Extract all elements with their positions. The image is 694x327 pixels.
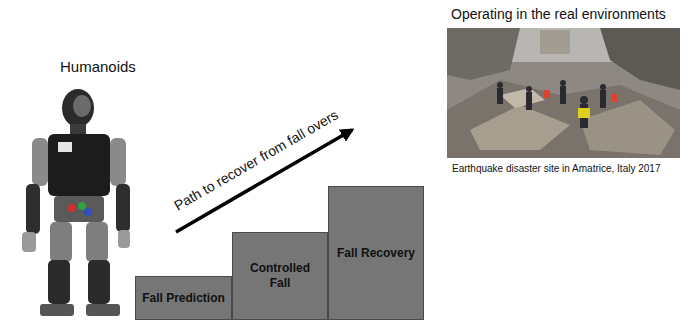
figure-heading: Humanoids [60,58,136,75]
step-box: Controlled Fall [232,232,328,320]
arrow-label: Path to recover from fall overs [171,106,341,213]
photo-caption: Earthquake disaster site in Amatrice, It… [452,163,660,174]
step-label: Fall Prediction [142,291,225,306]
photo-heading: Operating in the real environments [451,6,666,22]
step-label: Controlled Fall [239,261,321,291]
step-box: Fall Recovery [328,186,424,320]
step-box: Fall Prediction [135,276,232,320]
disaster-photo [447,28,680,158]
humanoid-robot [22,89,130,316]
step-label: Fall Recovery [337,246,415,261]
